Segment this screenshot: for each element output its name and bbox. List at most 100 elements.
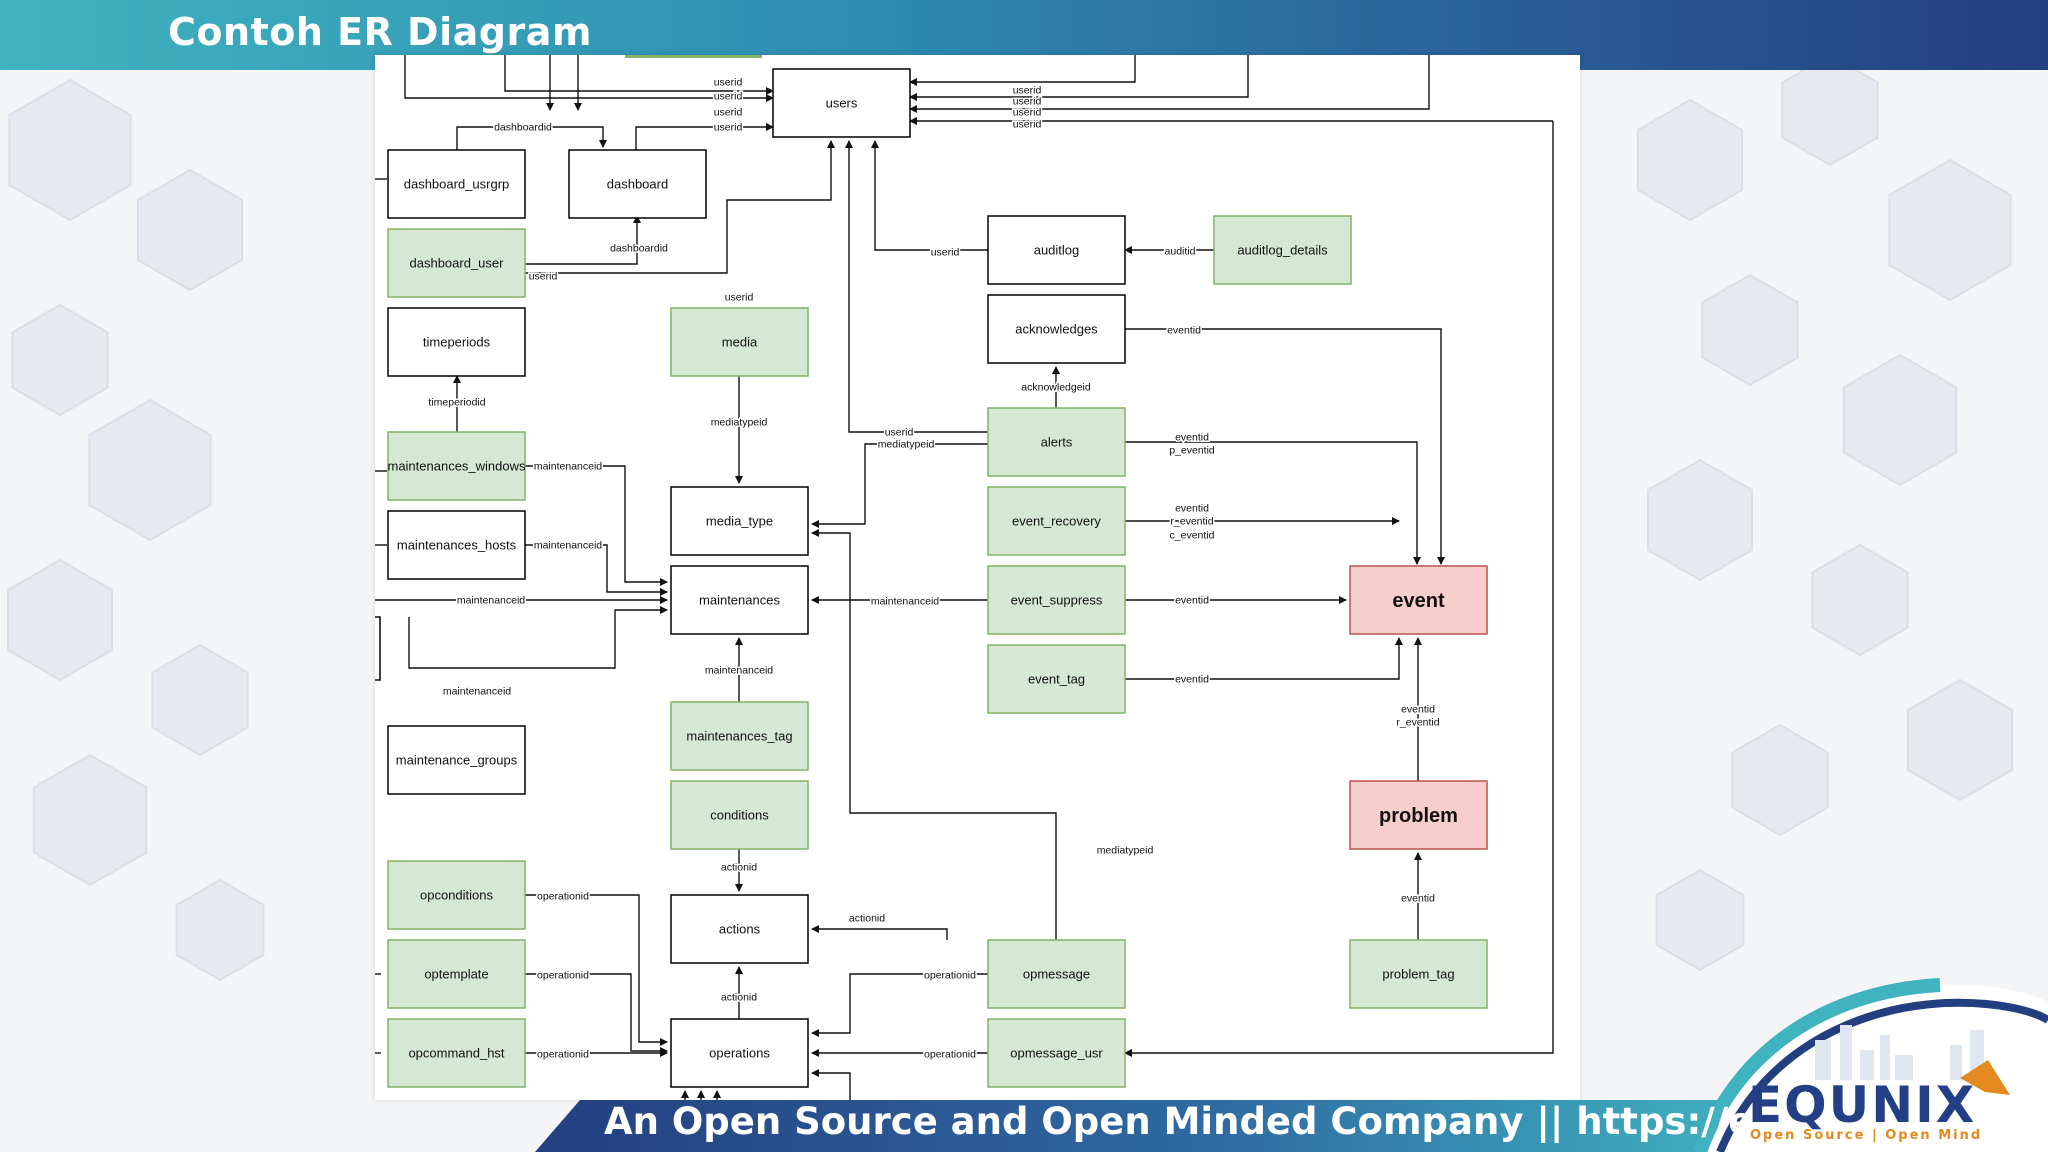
entity-box bbox=[1349, 565, 1488, 635]
entity-box bbox=[387, 228, 526, 298]
relationship-label: r_eventid bbox=[1170, 516, 1213, 528]
hexagon-shape bbox=[32, 753, 148, 887]
relationship-label: userid bbox=[1013, 119, 1042, 131]
relationship-label: userid bbox=[1013, 107, 1042, 119]
entity-label: event_suppress bbox=[1011, 593, 1103, 608]
entity-event: event bbox=[1349, 565, 1488, 635]
relationship-label: maintenanceid bbox=[871, 596, 939, 608]
relationship-label: eventid bbox=[1175, 503, 1209, 515]
entity-label: opconditions bbox=[420, 888, 493, 903]
relationship-label: mediatypeid bbox=[711, 417, 768, 429]
entity-label: conditions bbox=[710, 808, 769, 823]
entity-event-tag: event_tag bbox=[987, 644, 1126, 714]
entity-problem: problem bbox=[1349, 780, 1488, 850]
entity-box bbox=[670, 701, 809, 771]
relationship-label: timeperiodid bbox=[428, 397, 485, 409]
hexagon-shape bbox=[1781, 53, 1879, 167]
entity-box bbox=[987, 644, 1126, 714]
entity-conditions: conditions bbox=[670, 780, 809, 850]
entity-label: maintenances_hosts bbox=[397, 538, 517, 553]
entity-box bbox=[987, 939, 1126, 1009]
entity-box bbox=[987, 486, 1126, 556]
hexagon-shape bbox=[1842, 353, 1958, 487]
entity-label: timeperiods bbox=[423, 335, 491, 350]
entity-media: media bbox=[670, 307, 809, 377]
entity-box bbox=[387, 939, 526, 1009]
entity-box bbox=[387, 431, 526, 501]
entity-label: media bbox=[722, 335, 758, 350]
entity-box bbox=[670, 565, 809, 635]
logo-swoosh bbox=[1960, 1060, 2010, 1095]
relationship-label: eventid bbox=[1401, 893, 1435, 905]
entity-box bbox=[387, 307, 526, 377]
entity-box bbox=[987, 407, 1126, 477]
hexagon-shape bbox=[1637, 98, 1743, 222]
relationship-label: userid bbox=[529, 271, 558, 283]
relationship-line bbox=[525, 544, 668, 596]
relationship-label: eventid bbox=[1175, 595, 1209, 607]
entity-label: media_type bbox=[706, 514, 773, 529]
entity-box bbox=[1213, 215, 1352, 285]
relationship-label: actionid bbox=[849, 913, 885, 925]
entity-box bbox=[387, 1018, 526, 1088]
entity-label: acknowledges bbox=[1015, 322, 1098, 337]
relationship-line bbox=[635, 123, 774, 150]
logo-tagline: Open Source | Open Mind bbox=[1750, 1128, 1983, 1143]
entity-box bbox=[387, 510, 526, 580]
relationship-label: operationid bbox=[537, 970, 589, 982]
entity-event-suppress: event_suppress bbox=[987, 565, 1126, 635]
entity-media-type: media_type bbox=[670, 486, 809, 556]
relationship-line bbox=[1125, 441, 1421, 565]
relationship-label: mediatypeid bbox=[1097, 845, 1154, 857]
relationship-label: userid bbox=[714, 77, 743, 89]
entity-event-recovery: event_recovery bbox=[987, 486, 1126, 556]
relationship-line bbox=[404, 55, 774, 102]
relationship-label: actionid bbox=[721, 862, 757, 874]
entity-label: event_tag bbox=[1028, 672, 1085, 687]
relationship-label: mediatypeid bbox=[878, 439, 935, 451]
entity-label: dashboard_usrgrp bbox=[404, 177, 510, 192]
er-diagram: useriduseriduseriduseriduseriduseriduser… bbox=[375, 55, 1554, 1100]
relationship-label: eventid bbox=[1401, 704, 1435, 716]
entity-label: dashboard_user bbox=[410, 256, 505, 271]
relationship-line bbox=[811, 925, 948, 940]
hexagon-shape bbox=[1647, 458, 1753, 582]
entity-maintenances-hosts: maintenances_hosts bbox=[387, 510, 526, 580]
relationship-line bbox=[845, 140, 988, 433]
entity-operations: operations bbox=[670, 1018, 809, 1088]
entity-label: operations bbox=[709, 1046, 770, 1061]
skyline-building bbox=[1840, 1025, 1852, 1080]
hexagon-shape bbox=[1731, 723, 1829, 837]
skyline-building bbox=[1815, 1040, 1831, 1080]
relationship-label: userid bbox=[885, 427, 914, 439]
hexagon-shape bbox=[11, 303, 109, 417]
entity-box bbox=[670, 1018, 809, 1088]
entity-maintenances-tag: maintenances_tag bbox=[670, 701, 809, 771]
entity-label: auditlog bbox=[1034, 243, 1080, 258]
hexagon-shape bbox=[1811, 543, 1909, 657]
relationship-label: userid bbox=[931, 247, 960, 259]
entity-auditlog: auditlog bbox=[987, 215, 1126, 285]
relationship-line bbox=[525, 465, 668, 586]
hexagon-shape bbox=[1655, 868, 1745, 972]
entity-box bbox=[987, 294, 1126, 364]
entity-label: opmessage_usr bbox=[1010, 1046, 1103, 1061]
relationship-label: operationid bbox=[924, 970, 976, 982]
hexagon-shape bbox=[1701, 273, 1799, 387]
entity-box bbox=[670, 486, 809, 556]
entity-timeperiods: timeperiods bbox=[387, 307, 526, 377]
relationship-lines bbox=[375, 55, 1554, 1100]
hexagon-shape bbox=[1907, 678, 2013, 802]
entity-label: event_recovery bbox=[1012, 514, 1101, 529]
entity-box bbox=[1349, 939, 1488, 1009]
entity-box bbox=[987, 565, 1126, 635]
entity-opmessage: opmessage bbox=[987, 939, 1126, 1009]
equnix-logo: EQUNIX bbox=[1748, 1076, 1977, 1134]
hexagon-shape bbox=[137, 168, 243, 292]
entity-label: maintenances_windows bbox=[387, 459, 526, 474]
entity-problem-tag: problem_tag bbox=[1349, 939, 1488, 1009]
relationship-label: userid bbox=[714, 91, 743, 103]
relationship-line bbox=[408, 606, 668, 669]
logo-arc-inner bbox=[1716, 998, 2048, 1152]
